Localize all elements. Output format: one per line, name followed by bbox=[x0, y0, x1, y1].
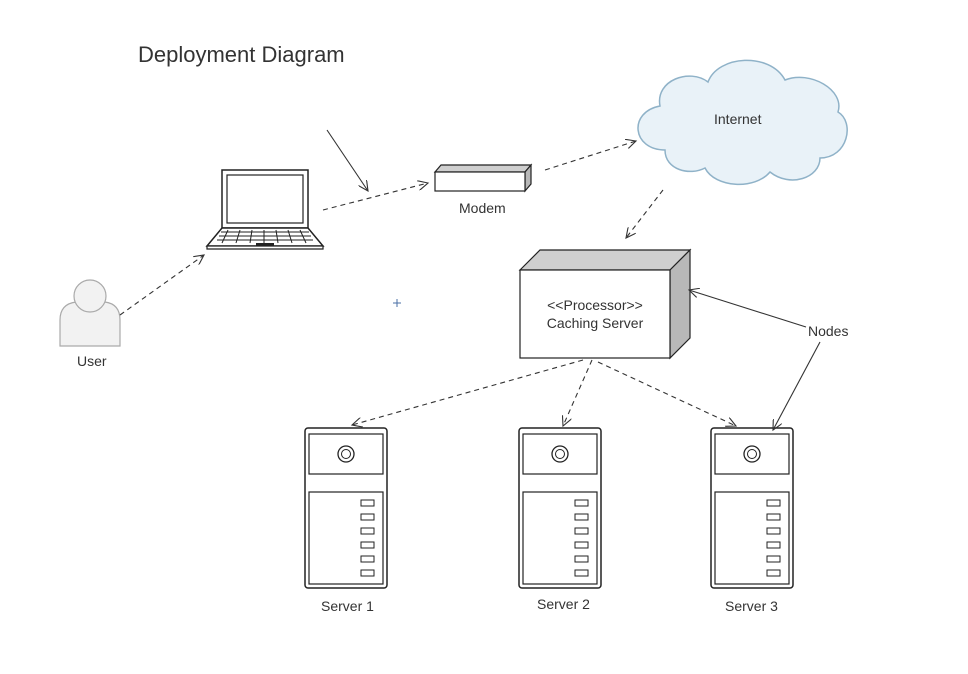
caching-server-stereotype: <<Processor>> bbox=[547, 297, 643, 313]
connector-caching-server2[interactable] bbox=[563, 359, 593, 426]
nodes-arrow-server3[interactable] bbox=[773, 341, 821, 430]
server-tower-icon[interactable] bbox=[518, 427, 602, 589]
connector-internet-caching[interactable] bbox=[626, 189, 664, 238]
internet-label: Internet bbox=[714, 111, 762, 127]
crosshair-marker bbox=[393, 299, 401, 307]
laptop-icon[interactable] bbox=[205, 169, 325, 250]
server-tower-icon[interactable] bbox=[304, 427, 388, 589]
nodes-annotation: Nodes bbox=[808, 323, 849, 339]
connector-user-laptop[interactable] bbox=[119, 255, 204, 316]
annotation-arrow-modem[interactable] bbox=[326, 129, 368, 191]
nodes-arrow-caching[interactable] bbox=[689, 290, 807, 328]
user-icon[interactable] bbox=[59, 279, 121, 347]
server-tower-icon[interactable] bbox=[710, 427, 794, 589]
connector-modem-internet[interactable] bbox=[544, 141, 636, 171]
cloud-icon[interactable] bbox=[637, 59, 848, 185]
server2-label: Server 2 bbox=[537, 596, 590, 612]
caching-server-name: Caching Server bbox=[546, 315, 644, 331]
connector-caching-server1[interactable] bbox=[352, 359, 584, 425]
server3-label: Server 3 bbox=[725, 598, 778, 614]
caching-server-box[interactable] bbox=[518, 248, 692, 360]
page-title: Deployment Diagram bbox=[138, 42, 345, 67]
connector-laptop-modem[interactable] bbox=[322, 183, 428, 211]
user-label: User bbox=[77, 353, 107, 369]
modem-icon[interactable] bbox=[433, 163, 533, 193]
server1-label: Server 1 bbox=[321, 598, 374, 614]
modem-label: Modem bbox=[459, 200, 506, 216]
connector-caching-server3[interactable] bbox=[597, 361, 736, 426]
